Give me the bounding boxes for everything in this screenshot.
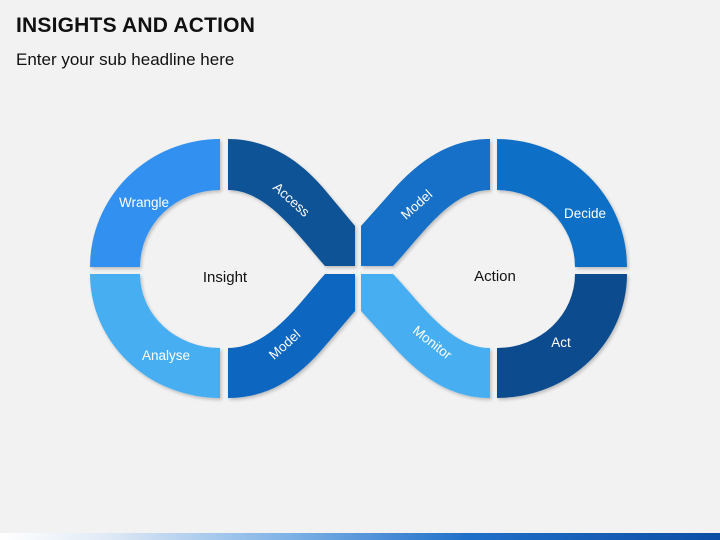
segment-wrangle[interactable] (90, 139, 220, 267)
label-act: Act (551, 335, 571, 350)
segment-access[interactable] (228, 139, 355, 266)
segment-model-right[interactable] (361, 139, 490, 266)
segment-decide[interactable] (497, 139, 627, 267)
segment-model-left[interactable] (228, 274, 355, 398)
footer-gradient-bar (0, 533, 720, 540)
center-label-insight: Insight (203, 269, 248, 286)
segment-analyse[interactable] (90, 274, 220, 398)
label-analyse: Analyse (142, 348, 190, 363)
label-decide: Decide (564, 206, 606, 221)
left-loop (90, 139, 355, 398)
slide-subtitle: Enter your sub headline here (16, 50, 235, 69)
slide-title: INSIGHTS AND ACTION (16, 14, 256, 37)
segment-act[interactable] (497, 274, 627, 398)
center-label-action: Action (474, 268, 516, 285)
right-loop (361, 139, 627, 398)
label-wrangle: Wrangle (119, 195, 169, 210)
segment-monitor[interactable] (361, 274, 490, 398)
